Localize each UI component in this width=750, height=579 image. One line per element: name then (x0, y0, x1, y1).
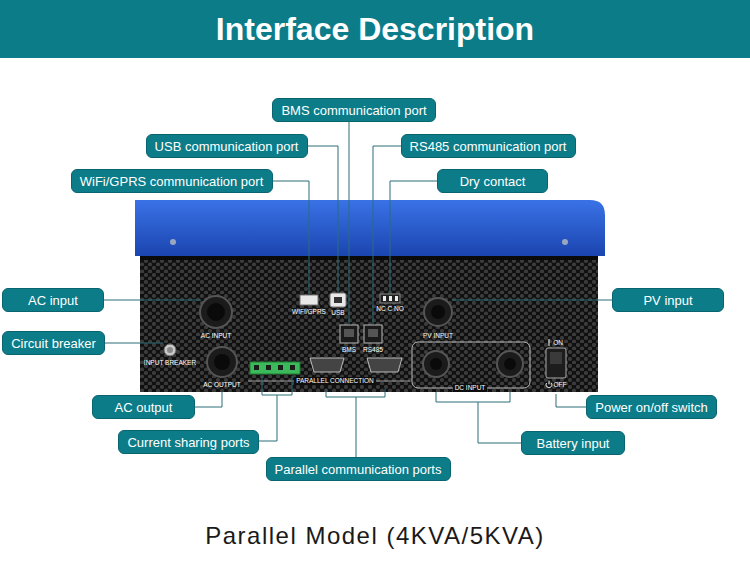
panel-label: PV INPUT (423, 332, 453, 340)
screw (170, 239, 176, 245)
callout-box: Circuit breaker (2, 331, 105, 355)
usb-port (330, 293, 346, 307)
screw (562, 239, 568, 245)
callout-box: Parallel communication ports (266, 457, 451, 481)
callout-text: Parallel communication ports (275, 462, 442, 477)
callout-box: WiFi/GPRS communication port (71, 169, 273, 193)
dc-input-outline (412, 342, 530, 388)
panel-label: ON (553, 339, 563, 347)
callout-text: AC output (115, 400, 173, 415)
power-switch (546, 348, 566, 378)
panel-label: DC INPUT (453, 384, 488, 392)
panel-label: USB (331, 309, 344, 317)
panel-label: WIFI/GPRS (292, 308, 326, 316)
callout-text: Battery input (537, 436, 610, 451)
callout-box: Dry contact (437, 169, 548, 193)
callout-text: BMS communication port (281, 103, 426, 118)
callout-box: RS485 communication port (401, 134, 576, 158)
title-text: Interface Description (216, 11, 534, 48)
callout-text: Current sharing ports (127, 435, 249, 450)
bms-port (340, 325, 358, 343)
battery-connector (497, 351, 523, 377)
callout-box: Battery input (521, 431, 625, 455)
dry-contact-terminal (380, 294, 400, 303)
db9-connector (367, 358, 402, 372)
rs485-port (364, 325, 382, 343)
ac-input-connector (200, 296, 232, 328)
callout-box: AC input (2, 288, 104, 312)
callout-text: RS485 communication port (410, 139, 567, 154)
caption: Parallel Model (4KVA/5KVA) (0, 522, 750, 550)
callout-text: USB communication port (155, 139, 299, 154)
callout-box: PV input (612, 288, 724, 312)
callout-box: USB communication port (146, 134, 308, 158)
panel-label: OFF (554, 381, 567, 389)
callout-box: Current sharing ports (118, 430, 259, 454)
callout-text: Circuit breaker (11, 336, 96, 351)
ac-output-connector (207, 347, 237, 377)
panel-label: AC OUTPUT (203, 381, 241, 389)
db9-connector (310, 358, 344, 372)
callout-text: PV input (643, 293, 692, 308)
wifi-port (300, 295, 318, 305)
panel-label: AC INPUT (201, 332, 231, 340)
callout-text: WiFi/GPRS communication port (80, 174, 264, 189)
callout-text: Dry contact (460, 174, 526, 189)
panel-label: BMS (342, 346, 356, 354)
battery-connector (423, 351, 449, 377)
callout-text: Power on/off switch (595, 400, 707, 415)
callout-box: BMS communication port (272, 98, 436, 122)
top-cover (135, 200, 605, 256)
breaker-button (164, 344, 176, 356)
rear-panel (140, 256, 598, 392)
callout-box: Power on/off switch (586, 395, 717, 419)
callout-box: AC output (92, 395, 195, 419)
title-band: Interface Description (0, 0, 750, 58)
panel-label: PARALLEL CONNECTION (294, 377, 376, 385)
panel-label: NC C NO (376, 305, 403, 313)
panel-label: INPUT BREAKER (144, 359, 196, 367)
pv-connector (424, 298, 452, 326)
current-sharing-terminals (250, 362, 300, 374)
panel-label: RS485 (363, 346, 383, 354)
callout-text: AC input (28, 293, 78, 308)
